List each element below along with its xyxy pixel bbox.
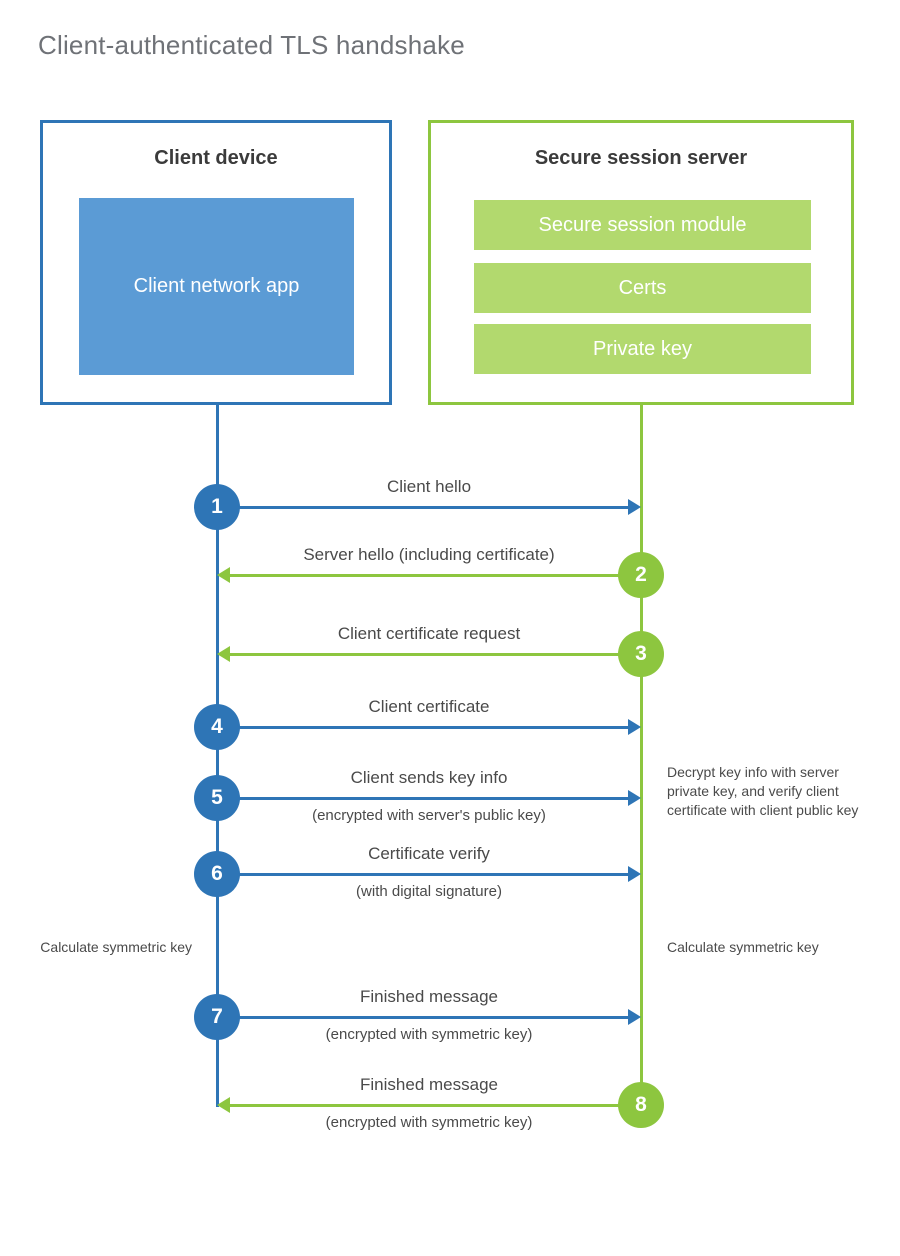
message-line-7 (217, 1016, 628, 1019)
step-badge-5[interactable]: 5 (194, 775, 240, 821)
step-badge-1[interactable]: 1 (194, 484, 240, 530)
step-badge-6[interactable]: 6 (194, 851, 240, 897)
arrow-head-icon-5 (628, 790, 641, 806)
client-lifeline (216, 405, 219, 1107)
step-badge-2[interactable]: 2 (618, 552, 664, 598)
step-badge-8[interactable]: 8 (618, 1082, 664, 1128)
message-label-5: Client sends key info (350, 768, 508, 787)
arrow-head-icon-2 (217, 567, 230, 583)
arrow-head-icon-8 (217, 1097, 230, 1113)
step-badge-4[interactable]: 4 (194, 704, 240, 750)
server-calculate-symmetric-key-annotation: Calculate symmetric key (667, 939, 819, 955)
server-module-private-key: Private key (474, 324, 811, 374)
message-label-8: Finished message (360, 1075, 498, 1094)
message-label-4: Client certificate (368, 697, 490, 716)
server-lifeline (640, 405, 643, 1107)
arrow-head-icon-7 (628, 1009, 641, 1025)
page-title: Client-authenticated TLS handshake (38, 30, 465, 60)
client-calculate-symmetric-key-annotation: Calculate symmetric key (40, 939, 192, 955)
message-line-5 (217, 797, 628, 800)
message-label-7: Finished message (360, 987, 498, 1006)
message-sublabel-8: (encrypted with symmetric key) (325, 1114, 533, 1131)
step-badge-3[interactable]: 3 (618, 631, 664, 677)
client-network-app-block: Client network app (79, 198, 354, 375)
arrow-head-icon-4 (628, 719, 641, 735)
message-line-4 (217, 726, 628, 729)
message-line-6 (217, 873, 628, 876)
server-module-certs: Certs (474, 263, 811, 313)
client-device-box: Client device Client network app (40, 120, 392, 405)
message-line-2 (230, 574, 641, 577)
message-label-3: Client certificate request (337, 624, 521, 643)
message-line-1 (217, 506, 628, 509)
arrow-head-icon-1 (628, 499, 641, 515)
client-device-title: Client device (154, 147, 278, 169)
message-line-8 (230, 1104, 641, 1107)
secure-session-server-box: Secure session server Secure session mod… (428, 120, 854, 405)
step-badge-7[interactable]: 7 (194, 994, 240, 1040)
message-label-2: Server hello (including certificate) (303, 545, 555, 564)
message-sublabel-7: (encrypted with symmetric key) (325, 1026, 533, 1043)
message-sublabel-6: (with digital signature) (356, 883, 502, 900)
server-decrypt-annotation: Decrypt key info with server private key… (667, 764, 859, 818)
secure-session-server-title: Secure session server (534, 147, 748, 169)
message-sublabel-5: (encrypted with server's public key) (312, 807, 546, 824)
message-label-1: Client hello (386, 477, 472, 496)
message-label-6: Certificate verify (368, 844, 490, 863)
message-line-3 (230, 653, 641, 656)
arrow-head-icon-6 (628, 866, 641, 882)
server-module-secure-session-module: Secure session module (474, 200, 811, 250)
arrow-head-icon-3 (217, 646, 230, 662)
